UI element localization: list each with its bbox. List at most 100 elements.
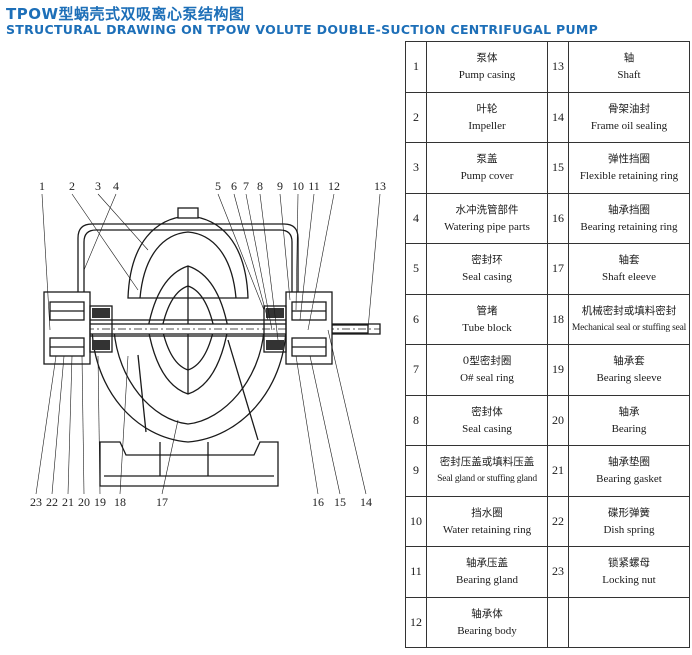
part-number: 18	[547, 293, 569, 345]
leader-line	[309, 355, 341, 495]
part-name-en: Impeller	[468, 119, 506, 132]
leader-line	[161, 419, 179, 495]
part-name-en: Pump casing	[458, 69, 516, 82]
callout-label-top: 7	[243, 180, 249, 193]
callout-label-bottom: 20	[78, 495, 90, 509]
part-number: 3	[405, 142, 427, 194]
part-number	[547, 596, 569, 648]
callout-label-bottom: 16	[312, 495, 324, 509]
part-number: 20	[547, 394, 569, 446]
table-row: 12 轴承体 Bearing body	[405, 596, 690, 648]
callout-label-bottom: 18	[114, 495, 126, 509]
part-name-en: Bearing gasket	[596, 473, 662, 486]
part-name-cn: 轴套	[618, 254, 640, 267]
part-name-cn: 泵体	[476, 52, 498, 65]
part-name-cn: 水冲洗管部件	[455, 203, 519, 216]
callout-label-bottom: 23	[30, 495, 42, 509]
part-name-en: Bearing retaining ring	[580, 220, 678, 233]
part-name-en: Locking nut	[602, 574, 656, 587]
leader-line	[83, 193, 117, 271]
part-number: 15	[547, 142, 569, 194]
part-description: 轴承体 Bearing body	[426, 596, 548, 648]
part-description: 0型密封圈 O# seal ring	[426, 344, 548, 396]
part-name-cn: 骨架油封	[608, 102, 650, 115]
leader-line	[217, 193, 265, 311]
leader-line	[245, 193, 273, 331]
part-description: 轴套 Shaft eleeve	[568, 243, 690, 295]
part-number: 1	[405, 41, 427, 93]
part-name-cn: 密封体	[471, 405, 503, 418]
part-name-en: Shaft eleeve	[601, 271, 657, 284]
leader-line	[97, 193, 149, 251]
part-name-cn: 密封压盖或填料压盖	[439, 456, 535, 469]
part-name-en: Bearing	[611, 422, 647, 435]
part-name-en: Shaft	[617, 69, 641, 82]
part-name-en: O# seal ring	[460, 372, 514, 385]
part-number: 12	[405, 596, 427, 648]
part-name-cn: 挡水圈	[471, 506, 503, 519]
part-number: 10	[405, 495, 427, 547]
part-name-cn: 弹性挡圈	[608, 153, 650, 166]
leader-line	[51, 355, 65, 495]
part-number: 23	[547, 546, 569, 598]
part-name-cn: 锁紧螺母	[608, 557, 650, 570]
part-number: 9	[405, 445, 427, 497]
leader-line	[35, 355, 57, 495]
part-name-cn: 0型密封圈	[462, 355, 512, 368]
callout-label-bottom: 17	[156, 495, 168, 509]
part-number: 21	[547, 445, 569, 497]
part-name-cn: 轴承	[618, 405, 640, 418]
part-name-en: Flexible retaining ring	[579, 170, 679, 183]
leader-line	[327, 329, 367, 495]
part-number: 16	[547, 192, 569, 244]
callout-label-top: 2	[69, 180, 75, 193]
volute-lower	[91, 327, 287, 443]
part-name-cn: 轴承套	[613, 355, 645, 368]
leader-line	[233, 193, 269, 321]
part-name-cn: 轴承压盖	[466, 557, 508, 570]
callout-label-bottom: 14	[360, 495, 372, 509]
part-number: 14	[547, 91, 569, 143]
part-name-en: Tube block	[462, 321, 512, 334]
part-number: 7	[405, 344, 427, 396]
callout-label-bottom: 21	[62, 495, 74, 509]
callout-label-top: 10	[292, 180, 304, 193]
leader-line	[295, 193, 299, 311]
pump-base	[99, 441, 279, 487]
callout-label-top: 13	[374, 180, 386, 193]
part-number: 11	[405, 546, 427, 598]
part-description: 泵体 Pump casing	[426, 41, 548, 93]
leader-line	[97, 355, 101, 495]
leader-line	[81, 355, 85, 495]
bearing-body-right	[285, 291, 333, 365]
part-name-cn: 轴承体	[471, 607, 503, 620]
part-description: 锁紧螺母 Locking nut	[568, 546, 690, 598]
part-number: 6	[405, 293, 427, 345]
part-name-en: Bearing body	[457, 624, 517, 637]
callout-label-top: 5	[215, 180, 221, 193]
part-name-cn: 泵盖	[476, 153, 498, 166]
part-number: 5	[405, 243, 427, 295]
part-description	[568, 596, 690, 648]
part-name-cn: 机械密封或填料密封	[581, 304, 677, 317]
leader-line	[307, 193, 335, 331]
leader-line	[367, 193, 381, 330]
part-number: 13	[547, 41, 569, 93]
part-name-cn: 碟形弹簧	[608, 506, 650, 519]
